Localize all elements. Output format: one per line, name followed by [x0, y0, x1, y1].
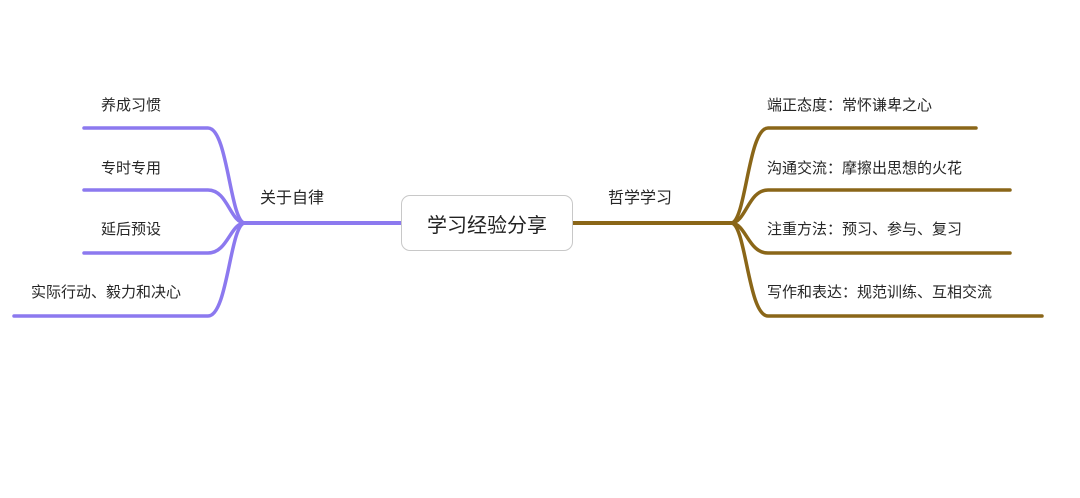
- right-branch-label[interactable]: 哲学学习: [608, 188, 673, 207]
- center-topic-node[interactable]: 学习经验分享: [401, 195, 573, 251]
- right-leaf-label[interactable]: 沟通交流：摩擦出思想的火花: [767, 159, 963, 177]
- left-leaf-label[interactable]: 延后预设: [101, 220, 162, 238]
- right-leaf-label[interactable]: 端正态度：常怀谦卑之心: [767, 96, 933, 114]
- left-leaf-label[interactable]: 实际行动、毅力和决心: [31, 283, 182, 301]
- left-leaf-connector: [82, 126, 247, 225]
- left-branch-label[interactable]: 关于自律: [260, 188, 325, 207]
- left-leaf-label[interactable]: 专时专用: [101, 159, 162, 177]
- right-leaf-label[interactable]: 注重方法：预习、参与、复习: [767, 220, 963, 238]
- right-leaf-connector: [729, 126, 978, 225]
- left-leaf-label[interactable]: 养成习惯: [101, 96, 162, 114]
- right-leaf-connector: [729, 188, 1012, 225]
- right-leaf-label[interactable]: 写作和表达：规范训练、互相交流: [767, 283, 993, 301]
- left-leaf-connector: [82, 188, 247, 225]
- center-topic-label: 学习经验分享: [427, 212, 547, 237]
- right-leaf-connector: [729, 221, 1044, 318]
- left-leaf-connector: [12, 221, 247, 318]
